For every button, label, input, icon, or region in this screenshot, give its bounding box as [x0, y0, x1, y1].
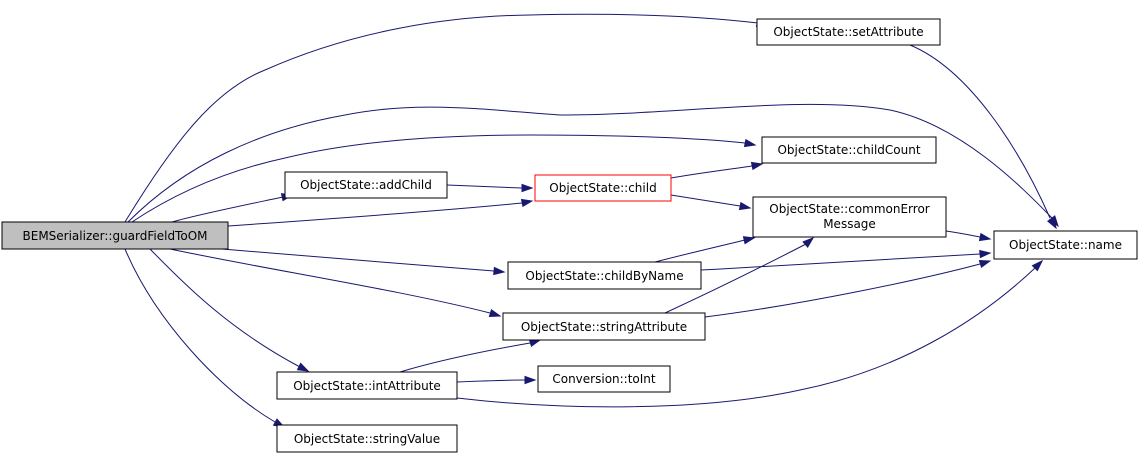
arrowhead: [493, 266, 506, 276]
edge-addChild-to-child: [446, 183, 534, 193]
node-stringAttribute[interactable]: ObjectState::stringAttribute: [502, 312, 706, 341]
arrowhead: [1031, 259, 1044, 272]
edge-child-to-commonErrorMessage: [670, 194, 752, 211]
arrowhead: [528, 338, 542, 348]
node-commonErrorMessage[interactable]: ObjectState::commonError Message: [752, 196, 947, 238]
node-label: ObjectState::setAttribute: [773, 25, 923, 39]
arrowhead: [520, 198, 534, 208]
node-label: Conversion::toInt: [552, 372, 656, 386]
edge-guardFieldToOM-to-addChild: [171, 193, 294, 223]
node-child[interactable]: ObjectState::child: [534, 174, 672, 202]
arrowhead: [296, 362, 310, 372]
node-guardFieldToOM[interactable]: BEMSerializer::guardFieldToOM: [1, 221, 229, 250]
node-label: Message: [823, 217, 876, 231]
edge-guardFieldToOM-to-stringValue: [124, 248, 286, 428]
edge-commonErrorMessage-to-name: [945, 230, 992, 242]
arrowhead: [524, 375, 537, 385]
edge-guardFieldToOM-to-childByName: [221, 248, 506, 276]
node-label: ObjectState::intAttribute: [293, 379, 441, 393]
node-name[interactable]: ObjectState::name: [993, 230, 1138, 260]
edge-intAttribute-to-toInt: [456, 375, 537, 385]
arrowhead: [488, 308, 502, 318]
node-setAttribute[interactable]: ObjectState::setAttribute: [756, 18, 941, 46]
node-childCount[interactable]: ObjectState::childCount: [761, 136, 937, 164]
arrowhead: [738, 201, 752, 211]
edge-intAttribute-to-stringAttribute: [399, 338, 542, 373]
arrowhead: [979, 249, 992, 259]
node-addChild[interactable]: ObjectState::addChild: [284, 171, 448, 199]
node-label: ObjectState::name: [1009, 238, 1122, 252]
node-label: ObjectState::addChild: [300, 178, 432, 192]
node-label: ObjectState::stringAttribute: [521, 320, 687, 334]
node-toInt[interactable]: Conversion::toInt: [537, 365, 671, 393]
arrowhead: [750, 161, 764, 171]
edge-childByName-to-commonErrorMessage: [654, 236, 756, 263]
arrowhead: [742, 236, 756, 245]
node-layer: BEMSerializer::guardFieldToOM ObjectStat…: [1, 18, 1138, 453]
node-label: BEMSerializer::guardFieldToOM: [23, 229, 208, 243]
arrowhead: [743, 138, 757, 148]
node-stringValue[interactable]: ObjectState::stringValue: [276, 424, 458, 453]
node-childByName[interactable]: ObjectState::childByName: [507, 261, 702, 290]
edge-guardFieldToOM-to-intAttribute: [149, 248, 310, 372]
node-label: ObjectState::childByName: [525, 269, 683, 283]
arrowhead: [978, 259, 992, 269]
node-label: ObjectState::childCount: [777, 143, 920, 157]
edge-stringAttribute-to-name: [704, 259, 992, 318]
edge-childByName-to-name: [700, 249, 992, 271]
edge-guardFieldToOM-to-childCount: [131, 134, 757, 223]
node-label: ObjectState::child: [549, 181, 656, 195]
edge-guardFieldToOM-to-stringAttribute: [169, 248, 502, 318]
arrowhead: [802, 237, 815, 249]
edge-intAttribute-to-name: [456, 259, 1044, 408]
arrowhead: [978, 232, 992, 242]
edge-child-to-childCount: [670, 161, 764, 179]
arrowhead: [521, 183, 534, 193]
node-label: ObjectState::stringValue: [294, 432, 440, 446]
node-label: ObjectState::commonError: [769, 202, 930, 216]
arrowhead: [1046, 216, 1057, 230]
edge-guardFieldToOM-to-child: [227, 198, 534, 227]
edge-setAttribute-to-name: [909, 44, 1057, 230]
node-intAttribute[interactable]: ObjectState::intAttribute: [276, 371, 458, 400]
edge-stringAttribute-to-commonErrorMessage: [664, 237, 815, 314]
